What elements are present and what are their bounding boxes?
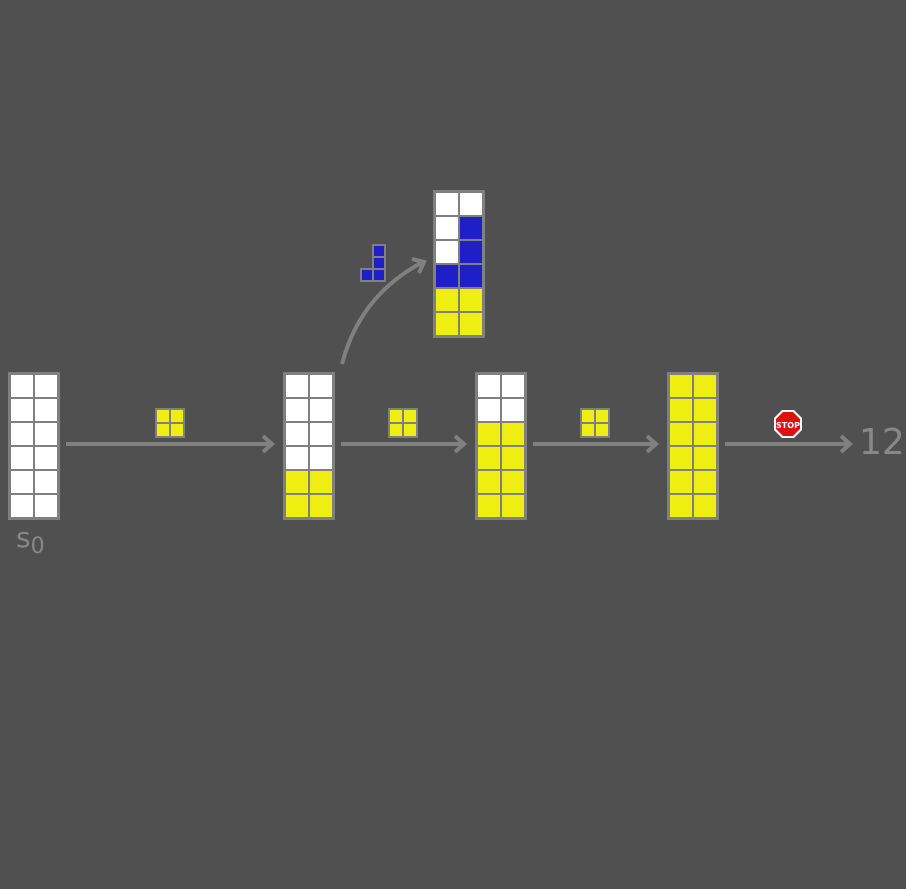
arrow-right-icon — [66, 434, 276, 454]
board-cell — [694, 447, 716, 469]
board-cell — [436, 289, 458, 311]
board-s1 — [283, 372, 335, 520]
board-cell — [286, 495, 308, 517]
stop-sign-icon: STOP — [774, 410, 802, 438]
board-cell — [35, 399, 57, 421]
board-cell — [35, 471, 57, 493]
board-cell — [11, 447, 33, 469]
board-cell — [694, 399, 716, 421]
board-cell — [670, 471, 692, 493]
arrow-right-icon — [533, 434, 660, 454]
board-s0 — [8, 372, 60, 520]
board-cell — [460, 241, 482, 263]
board-s3 — [667, 372, 719, 520]
board-cell — [35, 375, 57, 397]
terminal-value-label: 12 — [859, 422, 905, 463]
board-cell — [310, 471, 332, 493]
o-piece-icon — [155, 408, 185, 438]
board-cell — [502, 399, 524, 421]
board-cell — [694, 495, 716, 517]
board-cell — [694, 375, 716, 397]
j-piece-icon — [360, 244, 386, 282]
o-piece-icon — [388, 408, 418, 438]
board-cell — [670, 495, 692, 517]
board-cell — [310, 375, 332, 397]
curved-arrow-icon — [340, 257, 427, 365]
board-cell — [502, 423, 524, 445]
board-cell — [436, 241, 458, 263]
board-cell — [478, 423, 500, 445]
arrow-right-icon — [341, 434, 468, 454]
board-cell — [310, 423, 332, 445]
board-cell — [502, 447, 524, 469]
board-cell — [460, 193, 482, 215]
board-cell — [460, 289, 482, 311]
board-cell — [478, 447, 500, 469]
board-cell — [502, 495, 524, 517]
board-cell — [436, 193, 458, 215]
board-cell — [286, 447, 308, 469]
board-cell — [35, 447, 57, 469]
board-cell — [35, 423, 57, 445]
board-branch — [433, 190, 485, 338]
o-piece-icon — [580, 408, 610, 438]
board-cell — [478, 495, 500, 517]
board-cell — [502, 375, 524, 397]
arrow-right-icon — [725, 434, 854, 454]
board-cell — [286, 399, 308, 421]
board-cell — [670, 447, 692, 469]
board-cell — [460, 265, 482, 287]
board-cell — [286, 471, 308, 493]
board-cell — [35, 495, 57, 517]
board-cell — [502, 471, 524, 493]
board-cell — [436, 217, 458, 239]
board-s2 — [475, 372, 527, 520]
board-cell — [436, 265, 458, 287]
board-cell — [286, 423, 308, 445]
board-cell — [310, 447, 332, 469]
board-cell — [11, 471, 33, 493]
board-cell — [478, 471, 500, 493]
board-cell — [460, 217, 482, 239]
board-cell — [11, 423, 33, 445]
board-cell — [478, 375, 500, 397]
board-cell — [310, 495, 332, 517]
board-cell — [670, 423, 692, 445]
board-cell — [694, 471, 716, 493]
board-cell — [478, 399, 500, 421]
board-cell — [286, 375, 308, 397]
board-cell — [436, 313, 458, 335]
board-cell — [670, 399, 692, 421]
board-cell — [310, 399, 332, 421]
start-state-label: s0 — [16, 521, 45, 559]
board-cell — [670, 375, 692, 397]
board-cell — [11, 399, 33, 421]
svg-text:STOP: STOP — [776, 421, 800, 430]
board-cell — [460, 313, 482, 335]
board-cell — [694, 423, 716, 445]
board-cell — [11, 375, 33, 397]
board-cell — [11, 495, 33, 517]
